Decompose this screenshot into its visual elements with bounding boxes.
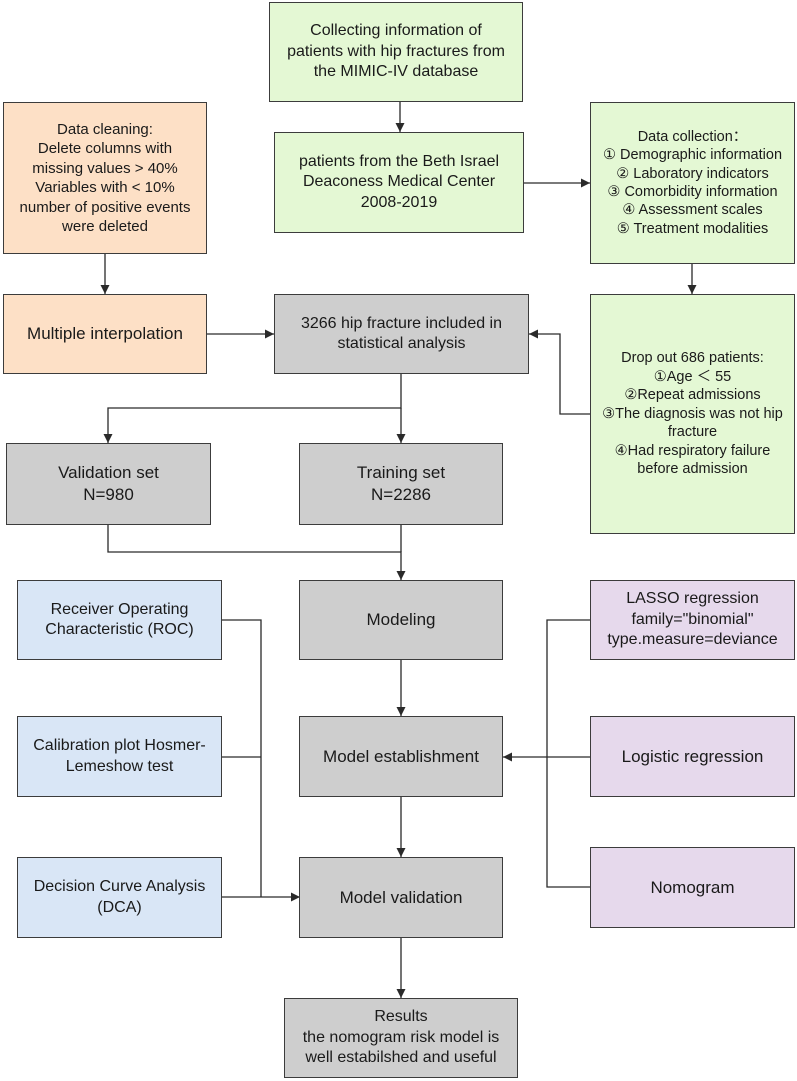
roc-box: Receiver Operating Characteristic (ROC) xyxy=(17,580,222,660)
included-line-2: statistical analysis xyxy=(337,335,466,352)
validation-set-box: Validation set N=980 xyxy=(6,443,211,525)
data-cleaning-line-6: were deleted xyxy=(62,218,148,235)
calibration-box: Calibration plot Hosmer- Lemeshow test xyxy=(17,716,222,797)
data-collection-line-1: Data collection： xyxy=(637,128,748,145)
dca-line-2: (DCA) xyxy=(97,898,142,916)
model-establishment-label: Model establishment xyxy=(323,746,479,766)
drop-out-line-6: ④Had respiratory failure xyxy=(614,442,771,459)
roc-line-1: Receiver Operating xyxy=(50,600,189,618)
connector-evaluation-bracket xyxy=(222,619,262,897)
dca-line-1: Decision Curve Analysis xyxy=(33,878,206,896)
drop-out-line-1: Drop out 686 patients: xyxy=(621,350,764,367)
beth-israel-box: patients from the Beth Israel Deaconess … xyxy=(274,132,524,233)
data-cleaning-line-5: number of positive events xyxy=(19,198,191,216)
training-set-title: Training set xyxy=(356,463,446,483)
results-box: Results the nomogram risk model is well … xyxy=(284,998,518,1078)
roc-line-2: Characteristic (ROC) xyxy=(45,621,194,638)
drop-out-line-3: ②Repeat admissions xyxy=(624,387,761,404)
model-establishment-box: Model establishment xyxy=(299,716,503,797)
data-collection-line-5: ④ Assessment scales xyxy=(622,202,763,219)
data-cleaning-line-3: missing values > 40% xyxy=(32,159,178,177)
data-cleaning-line-1: Data cleaning: xyxy=(57,120,153,138)
data-collection-line-4: ③ Comorbidity information xyxy=(607,184,778,200)
results-line-2: the nomogram risk model is xyxy=(302,1028,500,1046)
data-cleaning-line-2: Delete columns with xyxy=(37,140,173,157)
collecting-info-box: Collecting information of patients with … xyxy=(269,2,523,102)
nomogram-box: Nomogram xyxy=(590,847,795,928)
drop-out-line-2: ①Age ＜ 55 xyxy=(653,368,732,385)
validation-set-title: Validation set xyxy=(58,463,159,483)
data-collection-line-2: ① Demographic information xyxy=(602,147,783,164)
model-validation-box: Model validation xyxy=(299,857,503,938)
calibration-line-1: Calibration plot Hosmer- xyxy=(33,737,206,755)
multiple-interpolation-label: Multiple interpolation xyxy=(27,324,183,344)
arrow-drop-out-to-included xyxy=(529,329,590,415)
lasso-line-2: family="binomial" xyxy=(631,610,754,628)
training-set-count: N=2286 xyxy=(370,485,432,504)
data-collection-line-6: ⑤ Treatment modalities xyxy=(616,220,769,237)
modeling-label: Modeling xyxy=(366,610,436,630)
drop-out-line-4: ③The diagnosis was not hip xyxy=(602,405,783,422)
data-cleaning-line-4: Variables with < 10% xyxy=(35,179,175,196)
results-line-3: well estabilshed and useful xyxy=(305,1049,497,1067)
drop-out-line-7: before admission xyxy=(637,461,748,478)
lasso-line-3: type.measure=deviance xyxy=(607,631,778,649)
arrow-sets-to-modeling xyxy=(107,525,406,580)
logistic-regression-box: Logistic regression xyxy=(590,716,795,797)
beth-israel-line-3: 2008-2019 xyxy=(360,193,438,211)
collecting-line-1: Collecting information of xyxy=(310,22,482,40)
multiple-interpolation-box: Multiple interpolation xyxy=(3,294,207,374)
collecting-line-2: patients with hip fractures from xyxy=(287,42,505,60)
dca-box: Decision Curve Analysis (DCA) xyxy=(17,857,222,938)
validation-set-count: N=980 xyxy=(83,485,134,504)
calibration-line-2: Lemeshow test xyxy=(65,757,174,775)
lasso-line-1: LASSO regression xyxy=(626,590,759,608)
data-cleaning-box: Data cleaning: Delete columns with missi… xyxy=(3,102,207,254)
model-validation-label: Model validation xyxy=(339,887,463,907)
results-title: Results xyxy=(374,1008,428,1026)
modeling-box: Modeling xyxy=(299,580,503,660)
nomogram-label: Nomogram xyxy=(650,877,735,897)
data-collection-line-3: ② Laboratory indicators xyxy=(616,165,769,182)
drop-out-box: Drop out 686 patients: ①Age ＜ 55 ②Repeat… xyxy=(590,294,795,534)
lasso-box: LASSO regression family="binomial" type.… xyxy=(590,580,795,660)
collecting-line-3: the MIMIC-IV database xyxy=(313,63,479,81)
beth-israel-line-2: Deaconess Medical Center xyxy=(302,173,496,191)
data-collection-box: Data collection： ① Demographic informati… xyxy=(590,102,795,264)
connector-methods-bracket xyxy=(546,619,590,888)
beth-israel-line-1: patients from the Beth Israel xyxy=(298,152,500,170)
included-analysis-box: 3266 hip fracture included in statistica… xyxy=(274,294,529,374)
logistic-regression-label: Logistic regression xyxy=(621,746,764,766)
included-line-1: 3266 hip fracture included in xyxy=(300,314,503,332)
drop-out-line-5: fracture xyxy=(667,424,718,441)
arrow-included-to-validation xyxy=(103,374,402,443)
training-set-box: Training set N=2286 xyxy=(299,443,503,525)
